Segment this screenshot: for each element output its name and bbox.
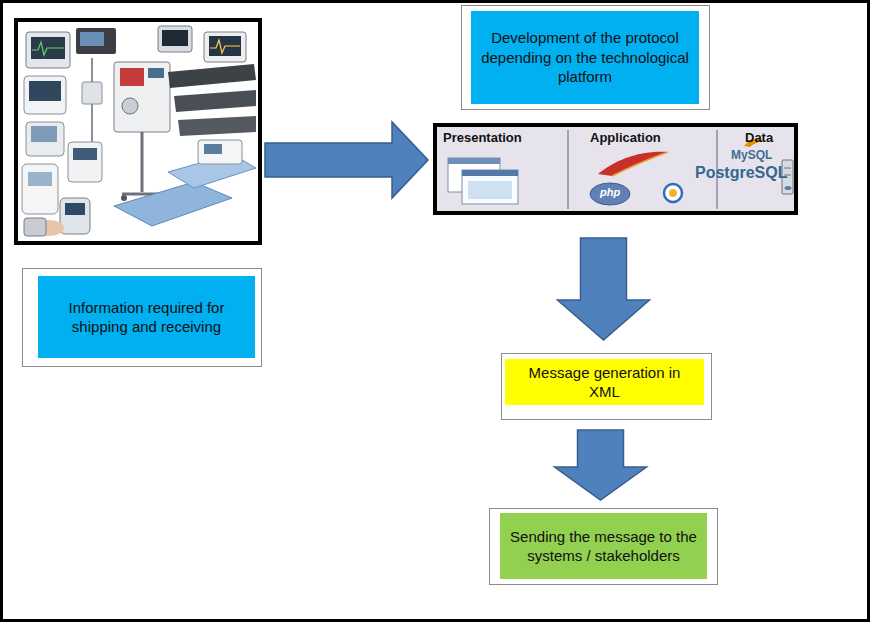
process-box: Development of the protocol depending on…	[461, 5, 710, 110]
platform-panel-art	[437, 127, 794, 211]
medical-equipment-illustration	[18, 22, 258, 241]
box-text: Message generation in XML	[505, 359, 704, 405]
block-arrow	[558, 238, 650, 340]
box-text: Information required for shipping and re…	[38, 276, 255, 358]
box-text: Sending the message to the systems / sta…	[500, 513, 707, 579]
block-arrow	[265, 122, 428, 198]
tier-heading: Presentation	[443, 130, 522, 145]
process-box: Message generation in XML	[501, 353, 712, 420]
block-arrow	[555, 430, 647, 500]
tier-heading: Data	[745, 130, 773, 145]
caption-frame: Information required for shipping and re…	[22, 268, 262, 367]
logo-text: PostgreSQL	[695, 164, 787, 182]
image-frame: Information required for shipping and re…	[14, 18, 262, 245]
box-text: Development of the protocol depending on…	[471, 11, 699, 104]
logo-text: php	[600, 186, 620, 198]
logo-text: MySQL	[731, 148, 772, 162]
platform-panel: Presentation Application DataMySQL PostgreS…	[433, 123, 798, 215]
process-box: Sending the message to the systems / sta…	[489, 508, 718, 585]
tier-heading: Application	[590, 130, 661, 145]
